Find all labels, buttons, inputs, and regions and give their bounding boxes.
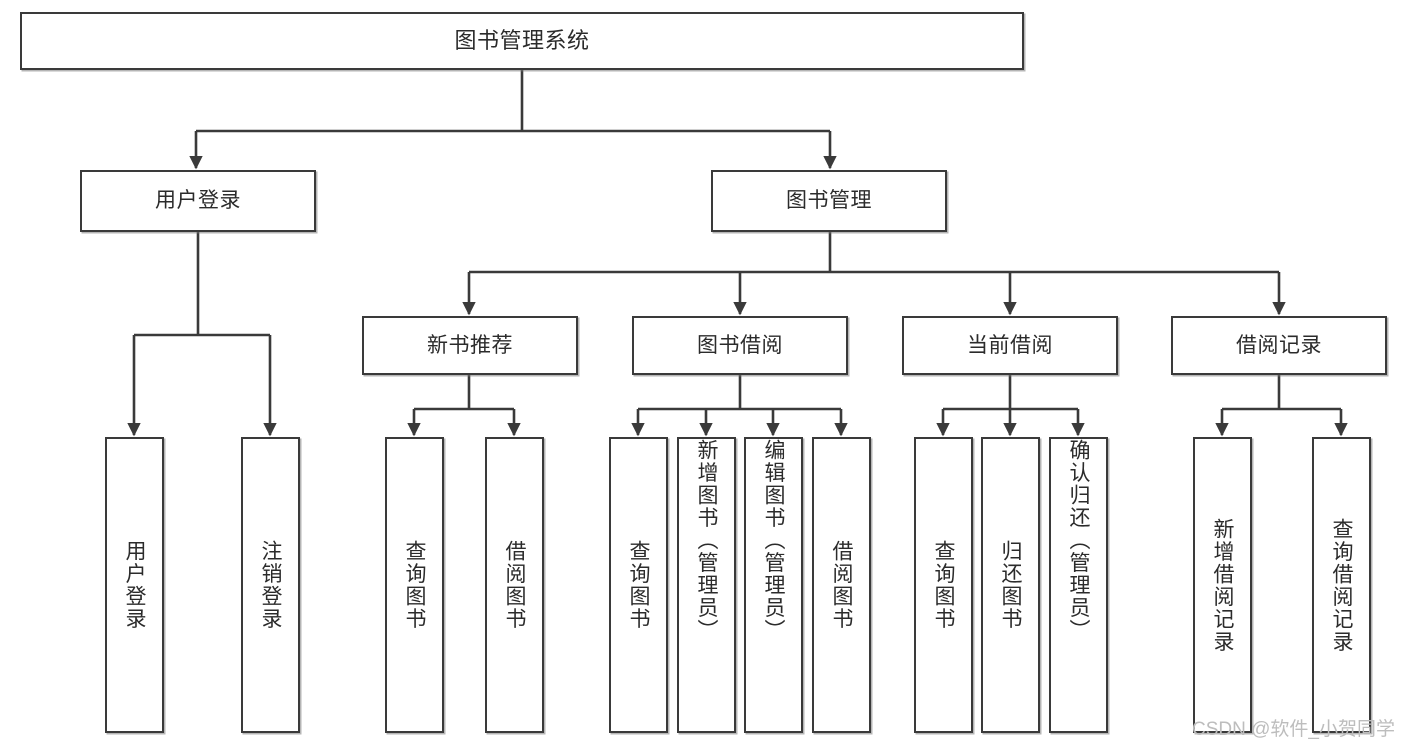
node-borrow-record[interactable]: 借阅记录 (1171, 316, 1387, 375)
leaf-current-query-book[interactable]: 查询图书 (914, 437, 973, 733)
leaf-current-return-book-label: 归还图书 (999, 540, 1022, 630)
leaf-record-add-borrow-record-label: 新增借阅记录 (1211, 517, 1234, 653)
node-new-book-recommend-label: 新书推荐 (427, 333, 513, 357)
node-book-borrow[interactable]: 图书借阅 (632, 316, 848, 375)
leaf-newbook-borrow-book[interactable]: 借阅图书 (485, 437, 544, 733)
leaf-borrow-borrow-book[interactable]: 借阅图书 (812, 437, 871, 733)
leaf-borrow-query-book-label: 查询图书 (627, 540, 650, 630)
node-root[interactable]: 图书管理系统 (20, 12, 1024, 70)
leaf-current-confirm-return-admin-label: 确认归还（管理员） (1067, 439, 1090, 642)
leaf-borrow-edit-book-admin[interactable]: 编辑图书（管理员） (744, 437, 803, 733)
node-user-login-label: 用户登录 (155, 189, 241, 213)
leaf-borrow-borrow-book-label: 借阅图书 (830, 540, 853, 630)
leaf-borrow-add-book-admin-label: 新增图书（管理员） (695, 439, 718, 642)
node-user-login[interactable]: 用户登录 (80, 170, 316, 232)
leaf-borrow-add-book-admin[interactable]: 新增图书（管理员） (677, 437, 736, 733)
leaf-logout[interactable]: 注销登录 (241, 437, 300, 733)
watermark: CSDN @软件_小贺同学 (1192, 719, 1395, 740)
node-book-borrow-label: 图书借阅 (697, 333, 783, 357)
node-book-management-label: 图书管理 (786, 189, 872, 213)
leaf-record-query-borrow-record-label: 查询借阅记录 (1330, 517, 1353, 653)
leaf-current-confirm-return-admin[interactable]: 确认归还（管理员） (1049, 437, 1108, 733)
leaf-newbook-query-book-label: 查询图书 (403, 540, 426, 630)
leaf-borrow-query-book[interactable]: 查询图书 (609, 437, 668, 733)
leaf-logout-label: 注销登录 (259, 540, 282, 630)
leaf-current-return-book[interactable]: 归还图书 (981, 437, 1040, 733)
leaf-borrow-edit-book-admin-label: 编辑图书（管理员） (762, 439, 785, 642)
node-new-book-recommend[interactable]: 新书推荐 (362, 316, 578, 375)
leaf-record-add-borrow-record[interactable]: 新增借阅记录 (1193, 437, 1252, 733)
leaf-current-query-book-label: 查询图书 (932, 540, 955, 630)
leaf-record-query-borrow-record[interactable]: 查询借阅记录 (1312, 437, 1371, 733)
node-borrow-record-label: 借阅记录 (1236, 333, 1322, 357)
node-current-borrow[interactable]: 当前借阅 (902, 316, 1118, 375)
leaf-user-login[interactable]: 用户登录 (105, 437, 164, 733)
node-current-borrow-label: 当前借阅 (967, 333, 1053, 357)
node-book-management[interactable]: 图书管理 (711, 170, 947, 232)
leaf-user-login-label: 用户登录 (123, 540, 146, 630)
leaf-newbook-query-book[interactable]: 查询图书 (385, 437, 444, 733)
node-root-label: 图书管理系统 (454, 27, 590, 53)
leaf-newbook-borrow-book-label: 借阅图书 (503, 540, 526, 630)
